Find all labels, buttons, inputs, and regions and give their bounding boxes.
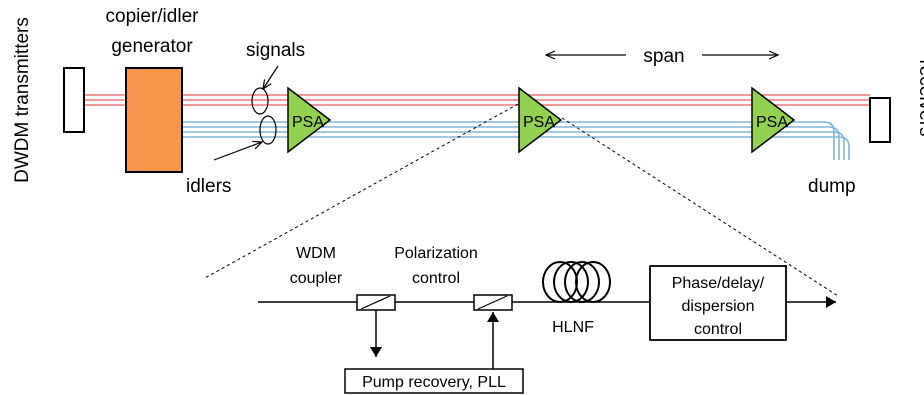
wdm-label-line2: coupler xyxy=(290,270,343,287)
hlnf-label: HLNF xyxy=(552,319,594,336)
transmitters-box xyxy=(63,67,85,133)
idlers-pointer xyxy=(213,142,262,161)
transmitters-label: DWDM transmitters xyxy=(12,17,33,183)
hlnf-fiber-coil xyxy=(542,261,611,303)
phase-control-box xyxy=(649,265,787,341)
wdm-label-line1: WDM xyxy=(296,245,336,262)
psa-label-3: PSA xyxy=(756,114,788,131)
signals-label: signals xyxy=(246,40,305,61)
receivers-box xyxy=(869,97,891,143)
idlers-label: idlers xyxy=(186,176,231,197)
copier-idler-generator xyxy=(125,67,183,173)
idler-lines xyxy=(182,121,850,160)
phase-label-line3: control xyxy=(694,321,742,338)
psa-label-1: PSA xyxy=(292,114,324,131)
phase-label-line2: dispersion xyxy=(682,298,755,315)
psa-amplifier-3: PSA xyxy=(751,86,796,154)
polarization-controller xyxy=(473,294,513,311)
idlers-ellipse xyxy=(259,115,277,145)
signals-ellipse xyxy=(251,87,269,115)
span-label: span xyxy=(643,46,684,67)
signals-pointer xyxy=(263,65,279,89)
generator-label-line1: copier/idler xyxy=(106,6,200,27)
receivers-label: receivers xyxy=(915,59,924,136)
generator-label-line2: generator xyxy=(111,36,193,57)
psa-amplifier-2: PSA xyxy=(518,86,563,154)
psa-amplifier-1: PSA xyxy=(287,86,332,154)
pump-recovery-box xyxy=(344,368,524,394)
dump-label: dump xyxy=(808,176,856,197)
polarization-label-line2: control xyxy=(412,270,460,287)
phase-label-line1: Phase/delay/ xyxy=(672,275,765,292)
wdm-coupler xyxy=(356,294,396,311)
zoom-line-right xyxy=(561,117,839,297)
pump-recovery-label: Pump recovery, PLL xyxy=(362,374,506,391)
signal-lines xyxy=(84,94,870,106)
polarization-label-line1: Polarization xyxy=(394,245,478,262)
psa-label-2: PSA xyxy=(523,114,555,131)
